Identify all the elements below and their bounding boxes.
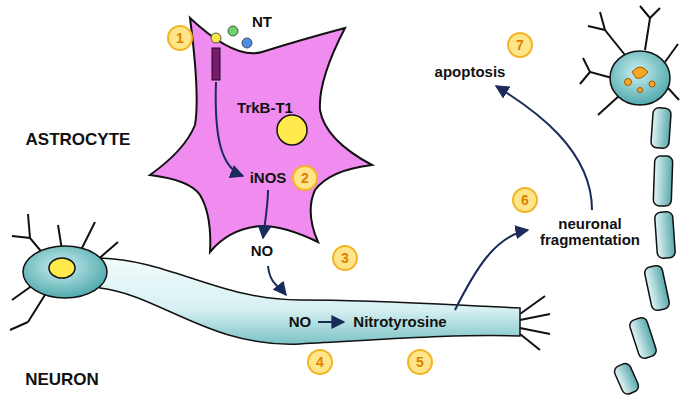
- cell-name: NEURON: [25, 371, 99, 390]
- molecule-label: Nitrotyrosine: [353, 314, 446, 331]
- callout-number: 1: [167, 25, 193, 51]
- callout-number: 6: [512, 187, 538, 213]
- arrow-connector: [268, 266, 286, 295]
- text-label: NT: [252, 14, 272, 31]
- callout-number: 5: [407, 349, 433, 375]
- molecule-label: NO: [251, 243, 274, 260]
- callout-number: 4: [307, 349, 333, 375]
- cell-name: ASTROCYTE: [26, 131, 131, 150]
- neuron-figure: [10, 86, 592, 350]
- text-label: neuronal fragmentation: [534, 216, 646, 249]
- text-label: apoptosis: [435, 64, 506, 81]
- callout-number: 3: [332, 245, 358, 271]
- receptor-label: TrkB-T1: [237, 100, 293, 117]
- astrocyte-cell: ASTROCYTE TrkB-T1 iNOS NO: [15, 8, 375, 266]
- neuron-cell: NEURON NO Nitrotyrosine: [8, 295, 538, 395]
- astrocyte-figure: [150, 18, 372, 252]
- callout-number: 7: [507, 32, 533, 58]
- apoptotic-neuron: [580, 6, 679, 396]
- enzyme-label: iNOS: [250, 170, 287, 187]
- molecule-label: NO: [289, 314, 312, 331]
- callout-number: 2: [292, 165, 318, 191]
